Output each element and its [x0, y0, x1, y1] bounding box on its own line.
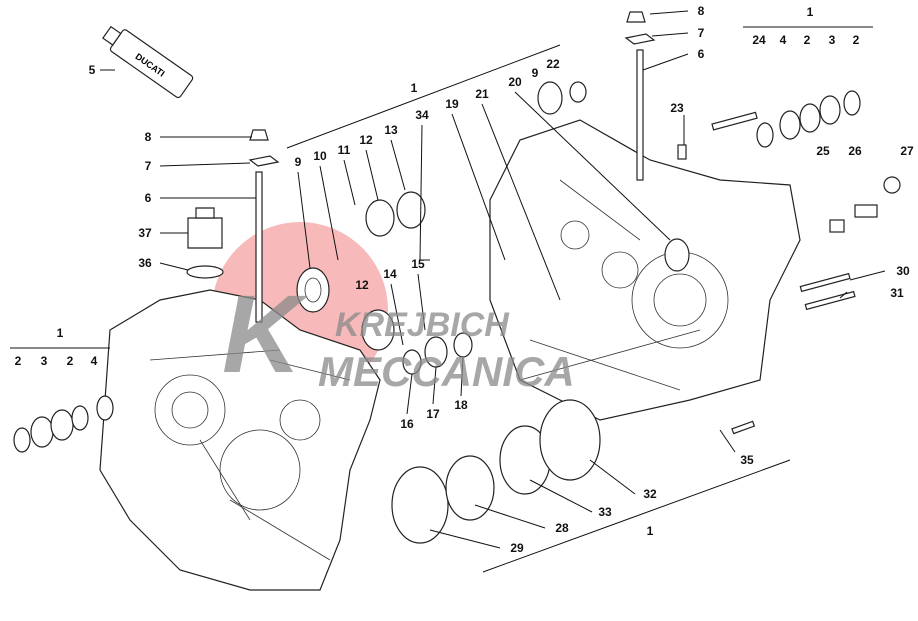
label-37: 37: [138, 226, 152, 240]
label-12: 12: [359, 133, 373, 147]
labels-bottom: 1 32 33 28 29: [510, 487, 657, 555]
label-23: 23: [670, 101, 684, 115]
labels-middle: 1 9 10 11 12 13 34 19 21 20 9 22 12 14 1…: [295, 57, 560, 431]
label-8: 8: [145, 130, 152, 144]
label-22: 22: [546, 57, 560, 71]
label-29: 29: [510, 541, 524, 555]
left-crankcase: [99, 289, 381, 591]
label-15: 15: [411, 257, 425, 271]
label-7: 7: [698, 26, 705, 40]
label-14: 14: [383, 267, 397, 281]
label-32: 32: [643, 487, 657, 501]
label-35: 35: [740, 453, 754, 467]
label-30: 30: [896, 264, 910, 278]
right-stud-assembly: [624, 11, 656, 181]
label-31: 31: [890, 286, 904, 300]
label-36: 36: [138, 256, 152, 270]
label-24: 24: [752, 33, 766, 47]
label-group-1: 1: [807, 5, 814, 19]
label-9: 9: [295, 155, 302, 169]
label-28: 28: [555, 521, 569, 535]
label-34: 34: [415, 108, 429, 122]
label-16: 16: [400, 417, 414, 431]
label-9: 9: [532, 66, 539, 80]
right-crankcase: [489, 119, 801, 421]
labels-left: 5 8 7 6 37 36 1 2 3 2 4: [15, 63, 152, 368]
label-12: 12: [355, 278, 369, 292]
label-20: 20: [508, 75, 522, 89]
label-19: 19: [445, 97, 459, 111]
watermark-line2: MECCANICA: [318, 348, 575, 395]
label-7: 7: [145, 159, 152, 173]
label-6: 6: [698, 47, 705, 61]
label-21: 21: [475, 87, 489, 101]
label-33: 33: [598, 505, 612, 519]
labels-top-right: 1 8 7 6 24 4 2 3 2 23 25 26 27 30 31 35: [670, 4, 914, 467]
label-4: 4: [780, 33, 787, 47]
label-13: 13: [384, 123, 398, 137]
label-27: 27: [900, 144, 914, 158]
label-group-1: 1: [647, 524, 654, 538]
label-2: 2: [15, 354, 22, 368]
label-11: 11: [338, 143, 351, 157]
label-5: 5: [89, 63, 96, 77]
label-2: 2: [853, 33, 860, 47]
leader-lines: [10, 10, 886, 573]
bearings: [13, 81, 901, 544]
label-3: 3: [41, 354, 48, 368]
label-group-1: 1: [57, 326, 64, 340]
label-group-1: 1: [411, 81, 418, 95]
label-17: 17: [426, 407, 440, 421]
label-25: 25: [816, 144, 830, 158]
left-stud-assembly: [186, 129, 280, 323]
sealant-tube: DUCATI: [102, 25, 194, 99]
watermark-k-logo: K: [222, 273, 309, 396]
label-18: 18: [454, 398, 468, 412]
watermark-line1: KREJBICH: [335, 306, 510, 344]
label-10: 10: [313, 149, 327, 163]
label-3: 3: [829, 33, 836, 47]
label-4: 4: [91, 354, 98, 368]
label-8: 8: [698, 4, 705, 18]
label-6: 6: [145, 191, 152, 205]
label-2: 2: [804, 33, 811, 47]
label-2: 2: [67, 354, 74, 368]
label-26: 26: [848, 144, 862, 158]
